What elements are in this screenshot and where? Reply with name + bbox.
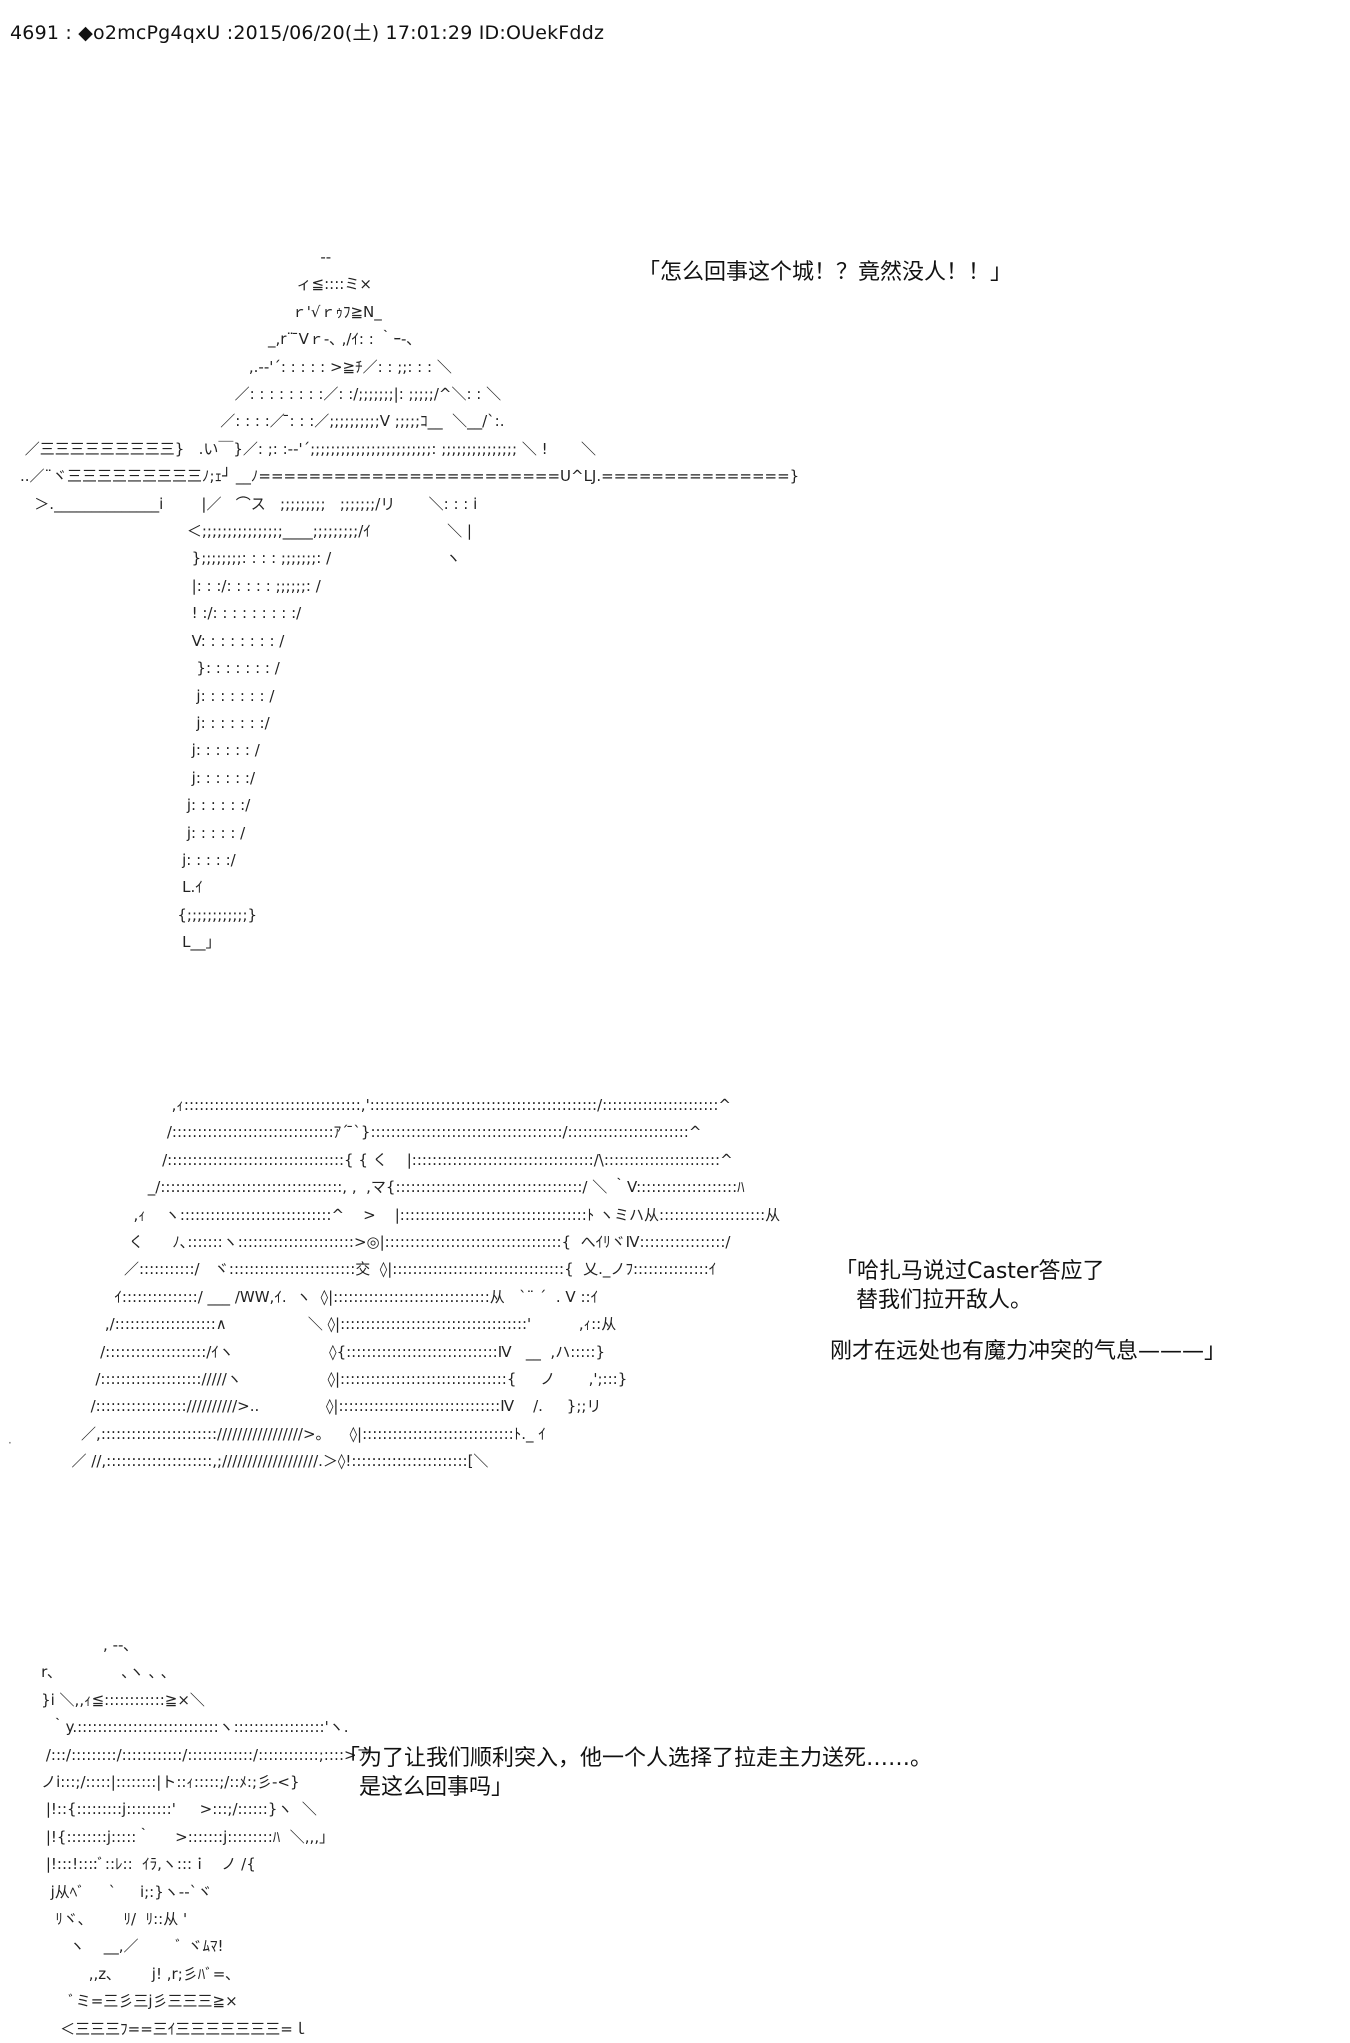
dialogue-caster-promise: 「哈扎马说过Caster答应了 替我们拉开敌人。: [835, 1259, 1105, 1313]
dialogue-castle-empty: 「怎么回事这个城！？竟然没人！！」: [638, 260, 1013, 285]
dialogue-mana-clash: 刚才在远处也有魔力冲突的气息———」: [830, 1339, 1227, 1364]
post-header: 4691 : ◆o2mcPg4qxU :2015/06/20(土) 17:01:…: [10, 22, 605, 44]
margin-mark: ·: [8, 1436, 12, 1450]
ascii-art-figure-bottom: , -‐､ r､ ､ヽ ､ ､ }i ＼,,ｨ≦::::::::::::≧×＼ …: [41, 1636, 372, 2038]
ascii-art-figure-middle: ,ｨ:::::::::::::::::::::::::::::::::::,':…: [71, 1096, 781, 1471]
ascii-art-figure-top: -- ィ≦::::ミ× ｒ'√ｒｩﾌ≧N_ _,r¨ ̄Vｒ-､: [20, 248, 800, 952]
dialogue-sacrifice-question: 「为了让我们顺利突入，他一个人选择了拉走主力送死……。 是这么回事吗」: [338, 1746, 933, 1800]
